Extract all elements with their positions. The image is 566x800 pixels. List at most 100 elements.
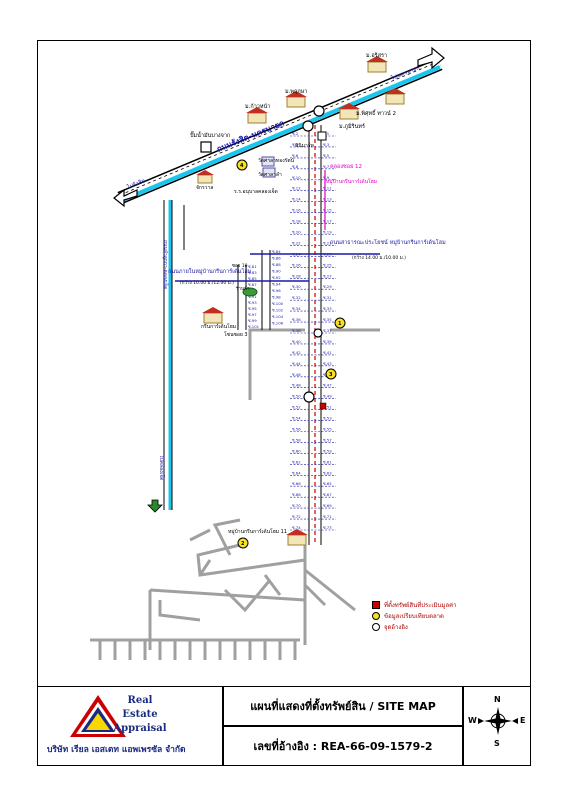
lot-lines: ซ.1ซ.2ซ.3ซ.4ซ.5ซ.6ซ.7ซ.8ซ.9ซ.10ซ.11ซ.12ซ…	[248, 131, 336, 531]
lot-label-right: ซ.71	[323, 514, 332, 519]
place-temp1: วัดศาลาทองรัตน์	[258, 157, 295, 164]
bank-icon	[317, 131, 327, 141]
lot-label-right: ซ.55	[323, 427, 332, 432]
place-supalai: ม.พิศุทธิ์ ทาวน์ 2	[356, 109, 396, 117]
place-bank: มินิมาร์ท	[295, 142, 314, 149]
place-zone3: โซนซอย 3	[224, 331, 248, 338]
lot-label-left: ซ.54	[292, 416, 301, 421]
landmark-3	[303, 391, 315, 403]
lot-label-right: ซ.15	[323, 208, 332, 213]
branch-label-2: ซ.91	[248, 294, 257, 299]
branch-label: ซ.84	[272, 249, 281, 254]
lot-label-right: ซ.9	[323, 175, 330, 180]
logo-line2: Estate	[122, 709, 158, 720]
compass-rose-icon	[478, 707, 518, 735]
lot-label-right: ซ.73	[323, 525, 332, 530]
lot-label-left: ซ.32	[292, 295, 301, 300]
lot-label-left: ซ.28	[292, 273, 301, 278]
place-village-top: หมู่บ้านกรีนการ์เด้นโฮม	[326, 178, 377, 185]
lot-label-left: ซ.12	[292, 186, 301, 191]
legend-comparable: ข้อมูลเปรียบเทียบตลาด	[372, 611, 444, 621]
markers	[200, 105, 346, 549]
lot-label-right: ซ.21	[323, 240, 332, 245]
soi-2-label: ถนนภายในหมู่บ้านกรีนการ์เด้นโฮม	[168, 267, 252, 275]
lot-label-right: ซ.53	[323, 416, 332, 421]
branch-label: ซ.86	[272, 256, 281, 261]
subject-legend-icon	[372, 601, 380, 609]
place-kanchana: ม.อริสรา	[366, 52, 387, 59]
branch-label: ซ.96	[272, 288, 281, 293]
lot-label-left: ซ.72	[292, 514, 301, 519]
lot-label-right: ซ.39	[323, 339, 332, 344]
branch-soi	[237, 250, 271, 330]
marker-1-label: 1	[338, 321, 342, 327]
lot-label-left: ซ.14	[292, 197, 301, 202]
branch-label: ซ.106	[272, 321, 284, 326]
marker-3-label: 3	[329, 372, 333, 378]
lot-label-left: ซ.34	[292, 306, 301, 311]
lot-label-left: ซ.10	[292, 175, 301, 180]
left-road-label: ถนนลำลูกกา-คลองเจ็ด	[162, 240, 170, 289]
reference-number: เลขที่อ้างอิง : REA-66-09-1579-2	[223, 726, 463, 766]
lot-label-right: ซ.3	[323, 142, 330, 147]
landmark-2	[302, 120, 314, 132]
lot-label-left: ซ.60	[292, 448, 301, 453]
marker-2	[237, 537, 249, 549]
marker-2-label: 2	[241, 541, 245, 547]
branch-label-2: ซ.97	[248, 312, 257, 317]
lot-label-left: ซ.30	[292, 284, 301, 289]
marker-4	[236, 159, 248, 171]
house-icons	[196, 56, 406, 546]
arrow-right-icon	[417, 46, 445, 70]
lot-label-right: ซ.51	[323, 405, 332, 410]
lot-label-right: ซ.5	[323, 153, 330, 158]
arrow-left-icon	[113, 188, 138, 208]
branch-label-2: ซ.81	[248, 264, 257, 269]
lot-label-left: ซ.46	[292, 372, 301, 377]
left-road-arrow-label: ไปคลองเจ็ด	[158, 454, 166, 480]
branch-label-2: ซ.95	[248, 306, 257, 311]
lot-label-left: ซ.26	[292, 262, 301, 267]
compass: N S E W	[463, 686, 531, 766]
lot-label-left: ซ.62	[292, 459, 301, 464]
gray-streets	[90, 328, 380, 660]
legend-comparable-label: ข้อมูลเปรียบเทียบตลาด	[384, 613, 444, 620]
canal-label: คลองซอย 12	[330, 163, 362, 170]
lot-label-right: ซ.41	[323, 350, 332, 355]
place-school: จักรวาล	[196, 185, 213, 191]
named-soi-roads	[175, 253, 380, 282]
legend-subject-label: ที่ตั้งทรัพย์สินที่ประเมินมูลค่า	[384, 602, 457, 609]
lot-label-left: ซ.4	[292, 142, 299, 147]
marker-3	[325, 368, 337, 380]
landmark-legend-icon	[372, 623, 380, 631]
lot-label-right: ซ.17	[323, 219, 332, 224]
gas-station-icon	[200, 141, 212, 153]
branch-label-2: ซ.87	[248, 282, 257, 287]
lot-label-left: ซ.70	[292, 503, 301, 508]
lot-label-left: ซ.18	[292, 219, 301, 224]
lot-label-right: ซ.67	[323, 492, 332, 497]
compass-e: E	[520, 716, 526, 725]
lot-label-right: ซ.43	[323, 361, 332, 366]
lot-label-right: ซ.13	[323, 197, 332, 202]
company-name: บริษัท เรียล เอสเตท แอพเพรซัล จำกัด	[47, 745, 186, 755]
branch-label: ซ.90	[272, 269, 281, 274]
main-highway	[117, 58, 443, 204]
lot-label-left: ซ.36	[292, 317, 301, 322]
place-school2: ร.ร.อนุบาลคลองเจ็ด	[234, 187, 278, 195]
lot-label-left: ซ.64	[292, 470, 301, 475]
branch-label: ซ.88	[272, 262, 281, 267]
lot-label-left: ซ.22	[292, 240, 301, 245]
lot-label-right: ซ.49	[323, 394, 332, 399]
lot-label-left: ซ.44	[292, 361, 301, 366]
lot-label-left: ซ.38	[292, 328, 301, 333]
lot-label-left: ซ.56	[292, 427, 301, 432]
logo-box: Real Estate Appraisal บริษัท เรียล เอสเต…	[37, 686, 223, 766]
lot-label-right: ซ.65	[323, 481, 332, 486]
place-khao-tot: ซอย 10	[232, 263, 248, 269]
place-green-home: กรีนการ์เด้นโฮม	[201, 323, 236, 330]
lot-label-right: ซ.57	[323, 437, 332, 442]
map-title: แผนที่แสดงที่ตั้งทรัพย์สิน / SITE MAP	[223, 686, 463, 726]
place-village-bottom: หมู่บ้านกรีนการ์เด้นโฮม 11	[228, 528, 287, 535]
